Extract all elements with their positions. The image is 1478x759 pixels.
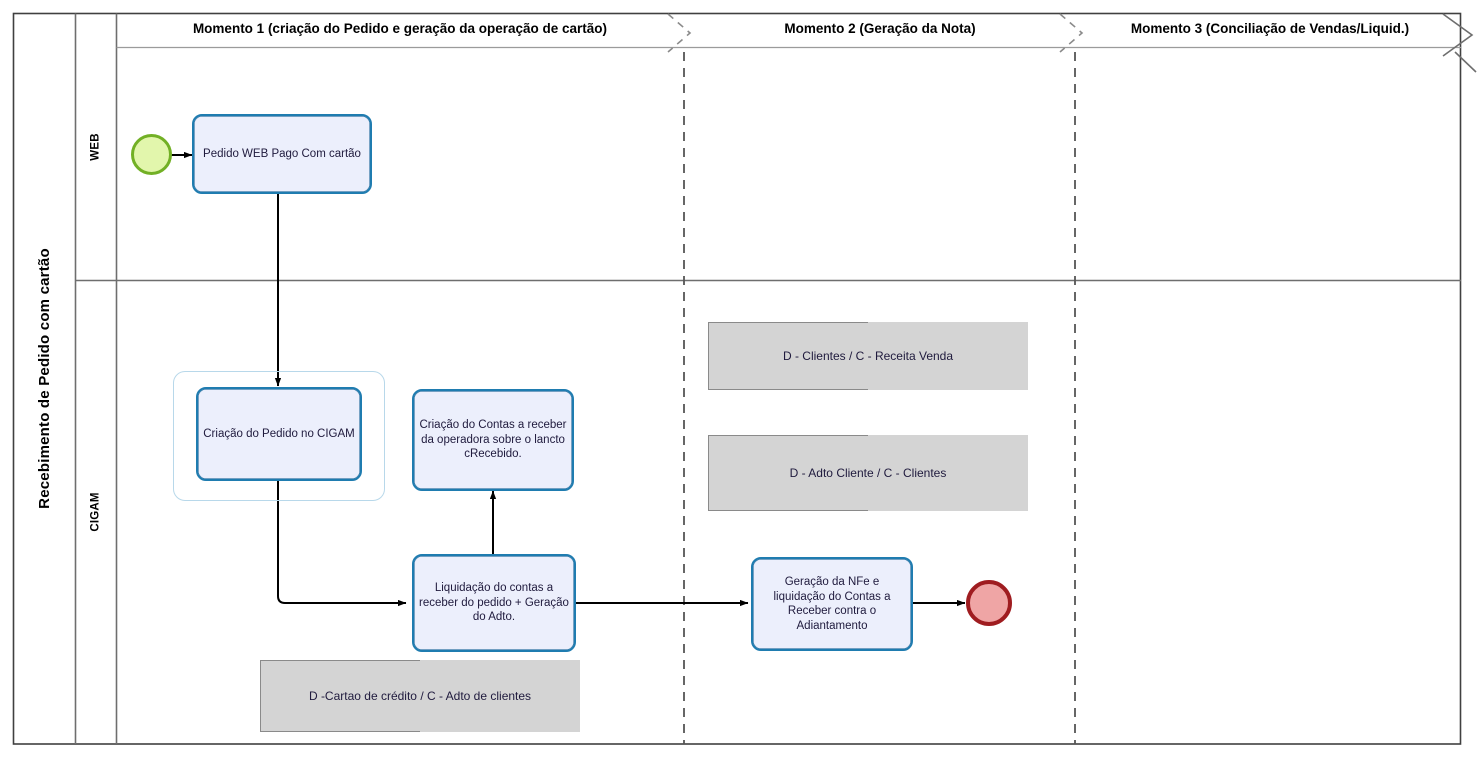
annotation-text: D - Clientes / C - Receita Venda bbox=[782, 349, 954, 363]
subprocess-group-criacao-pedido bbox=[173, 371, 385, 501]
pool-title: Recebimento de Pedido com cartão bbox=[13, 13, 75, 744]
phase-divider-2 bbox=[1059, 13, 1084, 744]
annotation-text: D -Cartao de crédito / C - Adto de clien… bbox=[308, 689, 532, 703]
annotation-tick-top bbox=[708, 435, 868, 437]
lane-header-cigam: CIGAM bbox=[75, 280, 116, 744]
lane-label-cigam: CIGAM bbox=[89, 492, 102, 532]
task-label: Liquidação do contas a receber do pedido… bbox=[419, 582, 569, 624]
task-label: Geração da NFe e liquidação do Contas a … bbox=[773, 576, 891, 632]
start-event[interactable] bbox=[131, 134, 172, 175]
flow-criacao-liquidacao bbox=[277, 480, 407, 607]
task-label: Pedido WEB Pago Com cartão bbox=[203, 147, 361, 160]
annotation-tick-bottom bbox=[708, 509, 868, 511]
end-event[interactable] bbox=[966, 580, 1012, 626]
pool-frame bbox=[12, 12, 1462, 745]
phase-divider-1 bbox=[667, 13, 692, 744]
lane-header-web: WEB bbox=[75, 13, 116, 280]
pool-right-chevron bbox=[1442, 13, 1477, 73]
task-criacao-contas-receber-operadora[interactable]: Criação do Contas a receber da operadora… bbox=[412, 389, 574, 491]
task-liquidacao-contas-receber-pedido[interactable]: Liquidação do contas a receber do pedido… bbox=[412, 554, 576, 652]
phase-header-momento-2: Momento 2 (Geração da Nota) bbox=[784, 21, 976, 36]
phase-header-momento-3: Momento 3 (Conciliação de Vendas/Liquid.… bbox=[1130, 21, 1410, 36]
task-criacao-do-pedido-no-cigam[interactable]: Criação do Pedido no CIGAM bbox=[196, 387, 362, 481]
task-label: Criação do Pedido no CIGAM bbox=[203, 427, 355, 440]
annotation-tick-left bbox=[260, 660, 262, 732]
annotation-tick-top bbox=[708, 322, 868, 324]
task-pedido-web-pago-com-cartao[interactable]: Pedido WEB Pago Com cartão bbox=[192, 114, 372, 194]
annotation-clientes-receita-venda: D - Clientes / C - Receita Venda bbox=[708, 322, 1028, 390]
annotation-tick-left bbox=[708, 435, 710, 511]
pool-title-label: Recebimento de Pedido com cartão bbox=[35, 248, 53, 509]
annotation-tick-left bbox=[708, 322, 710, 390]
lane-label-web: WEB bbox=[89, 132, 102, 161]
annotation-adto-cliente-clientes: D - Adto Cliente / C - Clientes bbox=[708, 435, 1028, 511]
annotation-tick-bottom bbox=[260, 730, 420, 732]
annotation-tick-top bbox=[260, 660, 420, 662]
annotation-cartao-credito-adto-clientes: D -Cartao de crédito / C - Adto de clien… bbox=[260, 660, 580, 732]
task-label: Criação do Contas a receber da operadora… bbox=[419, 419, 567, 461]
phase-header-momento-1: Momento 1 (criação do Pedido e geração d… bbox=[192, 21, 608, 36]
task-geracao-nfe-liquidacao[interactable]: Geração da NFe e liquidação do Contas a … bbox=[751, 557, 913, 651]
annotation-tick-bottom bbox=[708, 388, 868, 390]
annotation-text: D - Adto Cliente / C - Clientes bbox=[789, 466, 947, 480]
